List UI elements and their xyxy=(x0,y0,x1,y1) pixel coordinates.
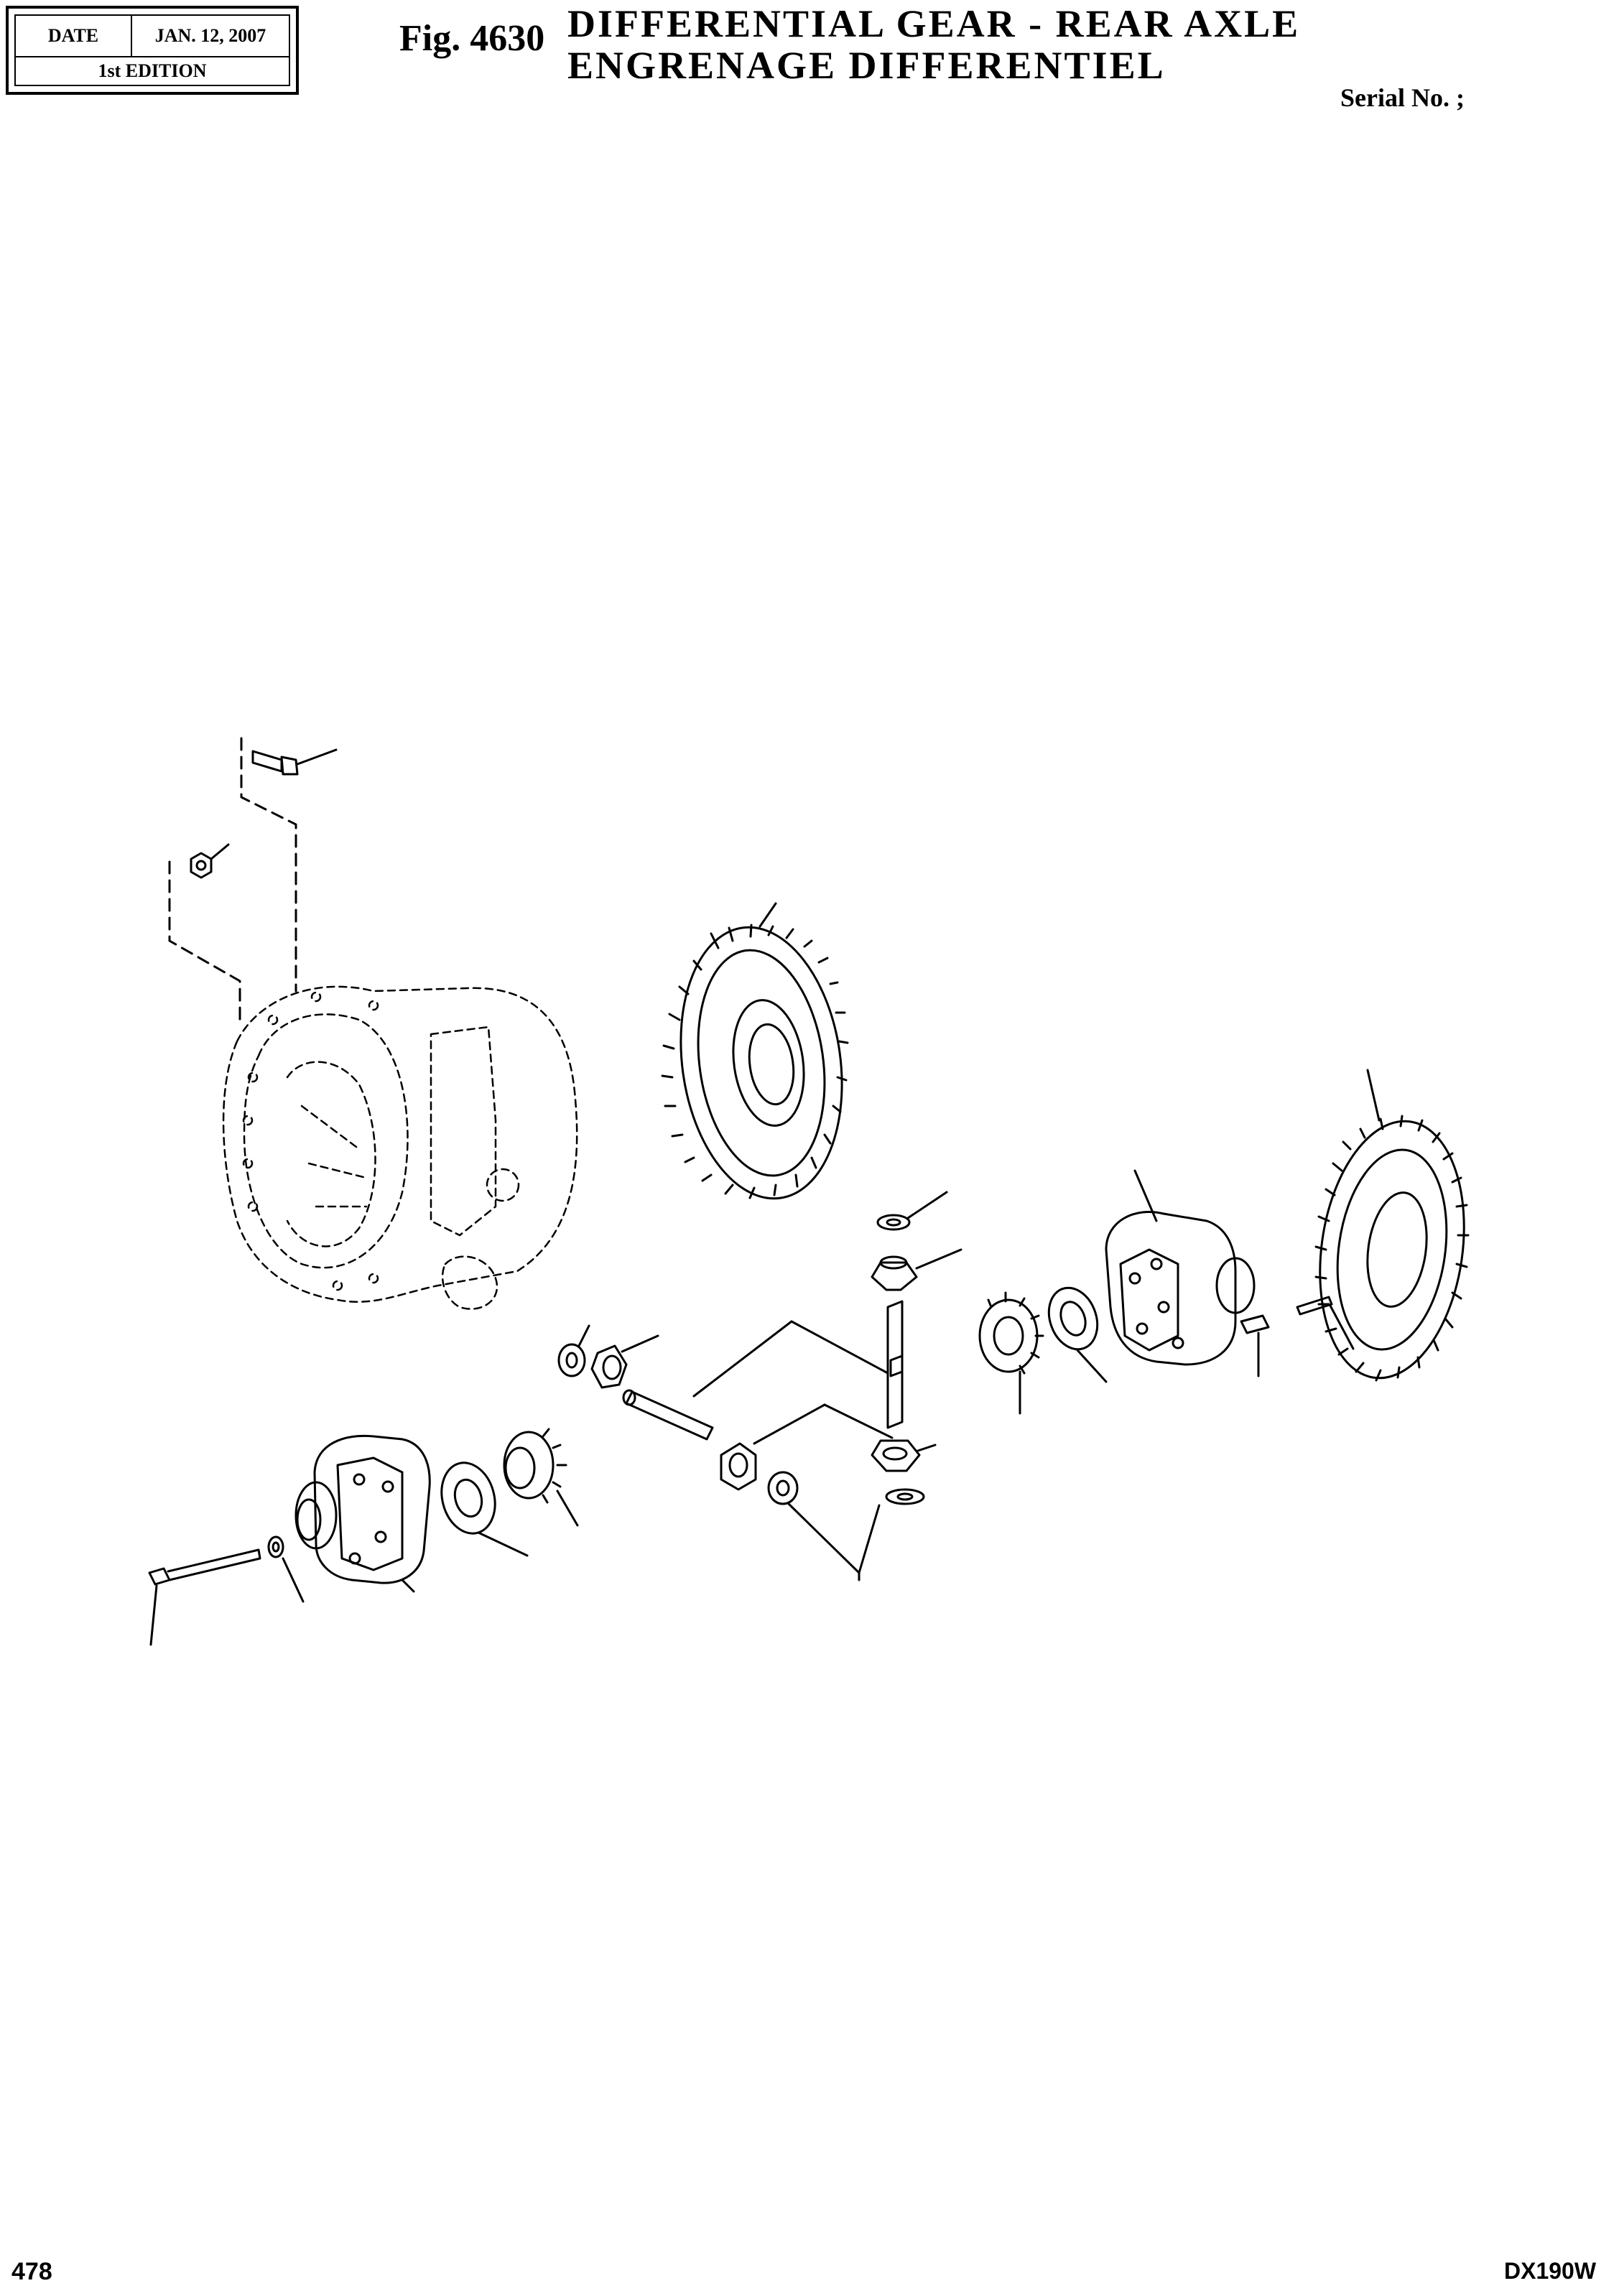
header-info-inner: DATE JAN. 12, 2007 1st EDITION xyxy=(14,14,290,86)
title-french: ENGRENAGE DIFFERENTIEL xyxy=(567,44,1166,87)
title-english: DIFFERENTIAL GEAR - REAR AXLE xyxy=(567,2,1301,45)
date-value: JAN. 12, 2007 xyxy=(154,25,266,46)
nut xyxy=(168,843,241,1021)
side-gear-left xyxy=(503,1428,579,1527)
bolt-top xyxy=(240,737,338,993)
crown-gear-disc xyxy=(1314,1069,1470,1382)
long-bolt xyxy=(148,1548,261,1646)
header-info-box: DATE JAN. 12, 2007 1st EDITION xyxy=(6,6,299,95)
pinion-washer-top xyxy=(876,1191,948,1231)
pinion-gear-mid xyxy=(720,1403,894,1491)
header-date-row: DATE JAN. 12, 2007 xyxy=(16,16,289,57)
thrust-washer-left xyxy=(440,1461,529,1557)
washer-lower xyxy=(858,1488,925,1574)
side-gear-right xyxy=(978,1291,1044,1415)
pinion-gear-lower xyxy=(871,1439,937,1472)
spider-cross-shaft xyxy=(692,1300,904,1429)
page-number: 478 xyxy=(11,2258,52,2285)
differential-case-left xyxy=(294,1434,431,1593)
axle-housing xyxy=(222,985,578,1310)
pin-small xyxy=(1240,1314,1270,1377)
figure-number: Fig. 4630 xyxy=(399,18,545,59)
differential-case-right xyxy=(1105,1169,1256,1366)
small-washer xyxy=(267,1535,305,1603)
serial-number-label: Serial No. ; xyxy=(1340,83,1465,112)
ring-gear xyxy=(661,902,849,1200)
washer-mid xyxy=(767,1471,860,1574)
thrust-washer-right xyxy=(1047,1286,1108,1383)
model-number: DX190W xyxy=(1504,2258,1597,2284)
pinion-gear-top xyxy=(871,1248,962,1291)
roll-pin xyxy=(1296,1296,1355,1350)
pinion-shaft xyxy=(622,1389,714,1441)
washer-left xyxy=(557,1324,590,1377)
date-label: DATE xyxy=(16,16,132,56)
edition-label: 1st EDITION xyxy=(98,60,207,81)
pinion-gear-left xyxy=(590,1334,659,1389)
